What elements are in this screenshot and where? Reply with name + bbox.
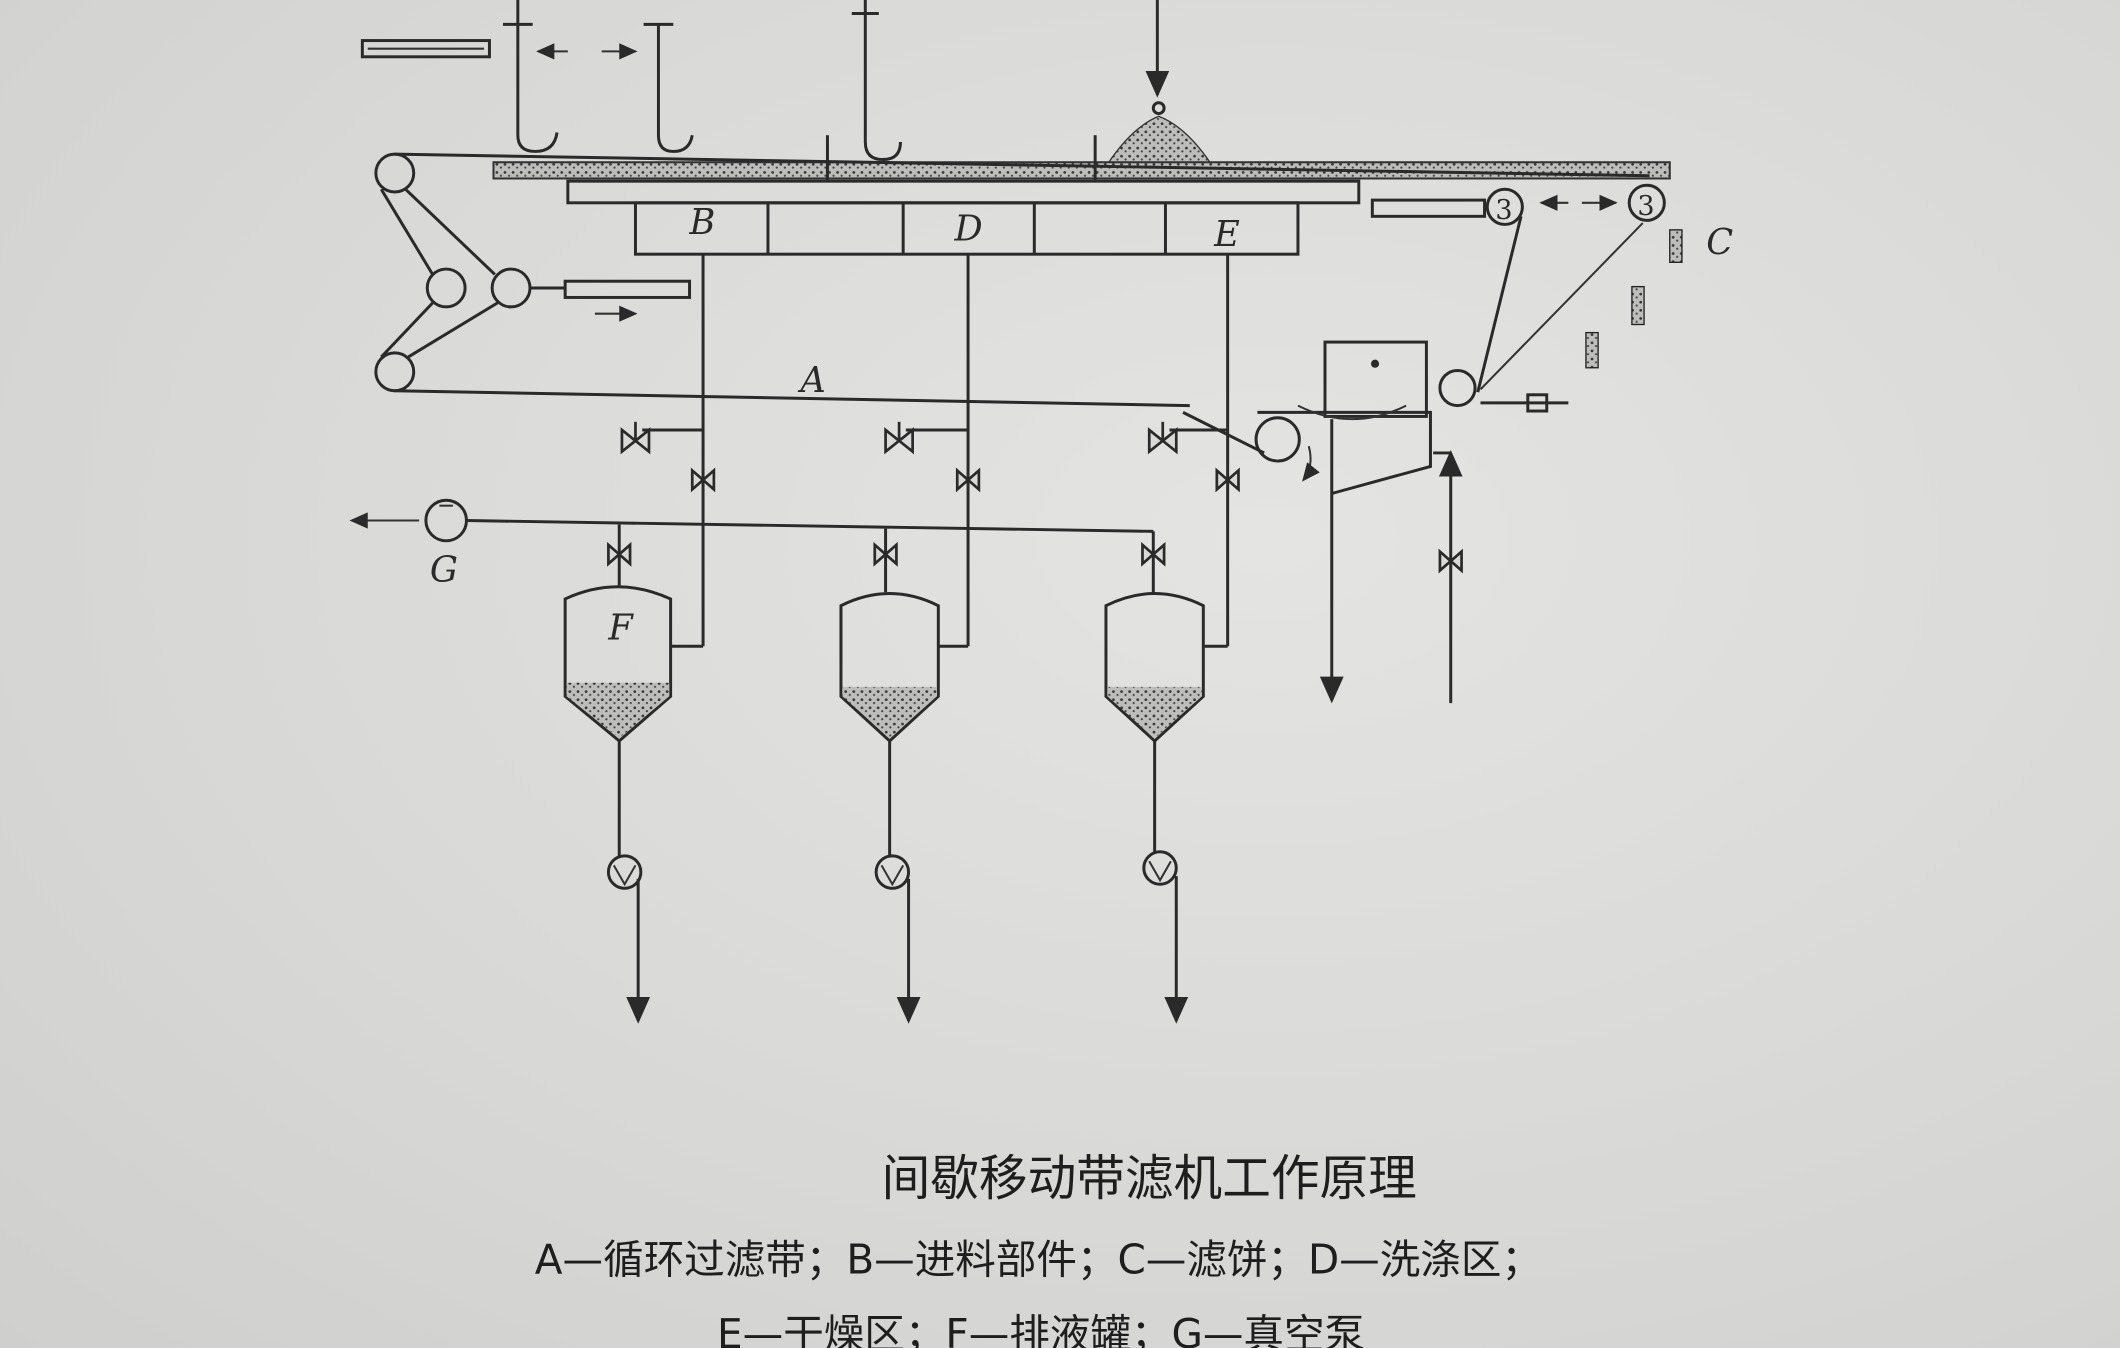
tension-roller	[1254, 416, 1301, 463]
vacuum-box-top	[566, 179, 1361, 205]
filter-cake-pieces	[1585, 229, 1683, 369]
washing-tank	[1323, 340, 1428, 418]
roller-3-left	[1485, 187, 1524, 226]
roller-3-right	[1627, 183, 1666, 222]
label-B: B	[689, 202, 716, 243]
filtrate-pipes	[642, 254, 1230, 648]
figure-legend-line2: E—干燥区；F—排液罐；G—真空泵	[717, 1310, 1365, 1348]
drain-tank-3	[1104, 592, 1205, 743]
top-heater	[360, 39, 491, 59]
filter-cake-layer	[492, 161, 1671, 180]
drain-pumps	[606, 740, 1189, 1024]
filter-belt-return	[394, 389, 1190, 408]
label-D: D	[954, 209, 983, 250]
heater-left	[563, 279, 692, 299]
wash-nozzle-2	[656, 24, 694, 153]
label-A: A	[797, 360, 825, 401]
label-E: E	[1213, 214, 1240, 255]
drain-tank-1: F	[563, 585, 673, 743]
drain-tank-2	[839, 592, 940, 743]
feed-point	[1151, 101, 1166, 116]
wash-nozzle-3	[863, 0, 902, 162]
label-C: C	[1706, 222, 1733, 263]
figure-title: 间歇移动带滤机工作原理	[882, 1151, 1417, 1207]
label-F: F	[607, 608, 634, 649]
wash-nozzle-1	[516, 0, 559, 153]
filter-belt-top	[394, 152, 1650, 178]
valves	[607, 421, 1463, 574]
left-rollers	[374, 152, 532, 393]
roller-small	[1438, 368, 1477, 408]
roller-label: 3	[1495, 195, 1512, 226]
label-G: G	[430, 549, 458, 590]
figure-legend-line1: A—循环过滤带；B—进料部件；C—滤饼；D—洗涤区；	[535, 1236, 1542, 1284]
feed-heap	[1100, 115, 1219, 174]
heater-right	[1370, 198, 1487, 218]
roller-label: 3	[1637, 191, 1654, 222]
vacuum-line	[466, 519, 1154, 533]
